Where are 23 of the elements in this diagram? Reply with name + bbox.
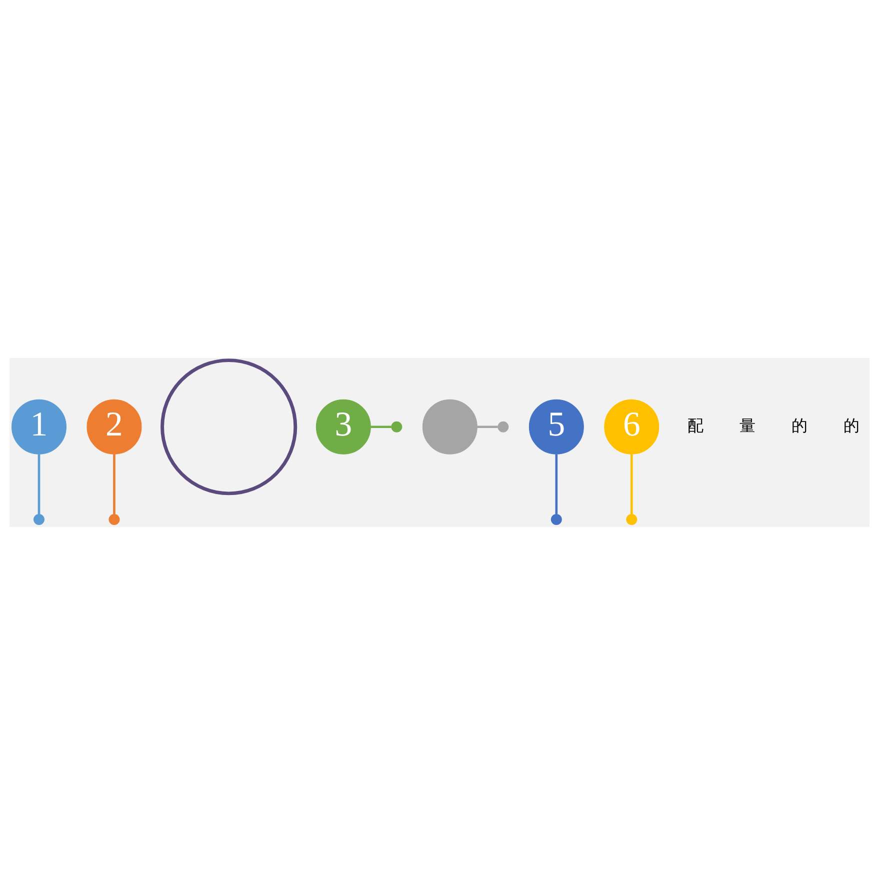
connector — [113, 454, 116, 514]
node-circle — [422, 398, 478, 454]
node-circle: 1 — [12, 398, 66, 454]
node-circle: 3 — [316, 398, 371, 454]
node-circle: 6 — [604, 398, 660, 454]
label: 配 — [687, 415, 704, 434]
node-circle: 5 — [528, 398, 584, 454]
connector — [630, 454, 633, 514]
connector — [477, 425, 498, 428]
label: 的 — [791, 415, 808, 434]
node-circle — [550, 513, 562, 524]
node-circle — [34, 513, 44, 524]
node-circle — [160, 358, 298, 495]
label: 的 — [844, 415, 860, 434]
connector — [370, 425, 392, 428]
node-circle — [498, 420, 509, 432]
label: 量 — [739, 415, 756, 434]
node-circle: 2 — [86, 398, 142, 454]
node-circle — [108, 513, 120, 524]
node-circle — [626, 513, 638, 524]
node-circle — [391, 420, 402, 432]
connector — [38, 454, 40, 514]
connector — [555, 454, 558, 514]
